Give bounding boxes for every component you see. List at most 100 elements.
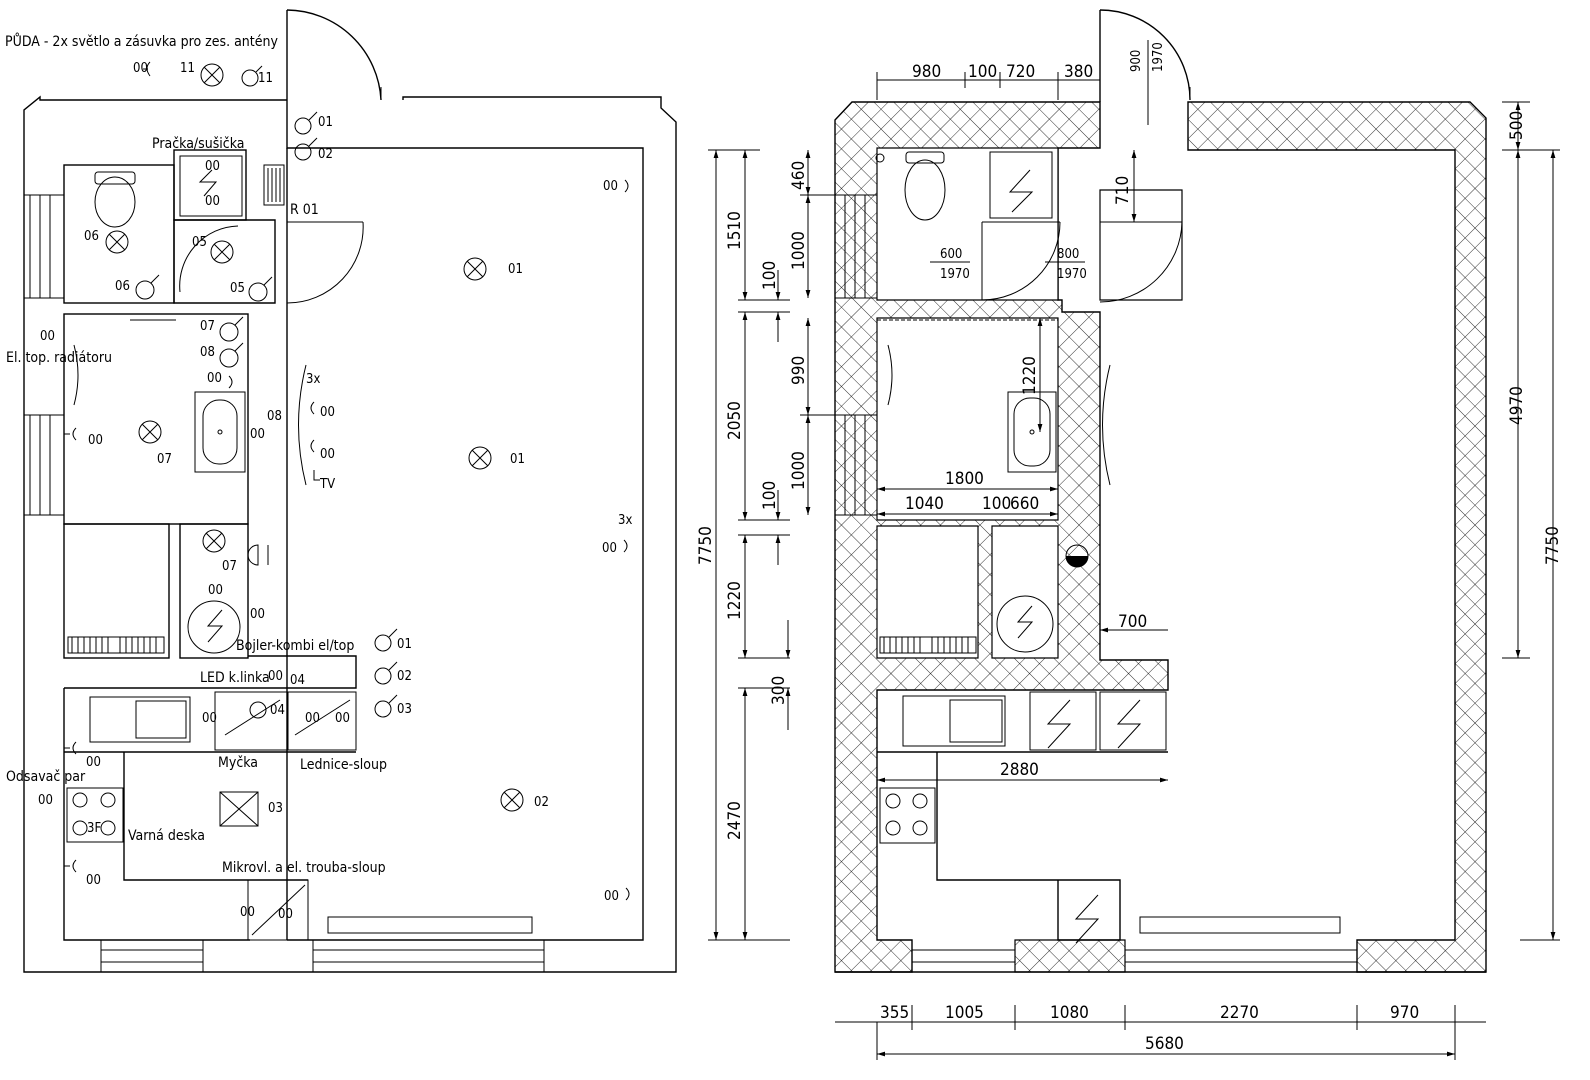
svg-text:01: 01 (508, 262, 523, 277)
right-dimension-plan: 900 1970 600 1970 800 1970 710 1220 (696, 9, 1563, 1060)
svg-text:1000: 1000 (789, 231, 809, 270)
ceiling-light-icon (219, 791, 259, 827)
svg-text:06: 06 (115, 279, 130, 294)
dishwasher-label: Myčka (218, 755, 258, 771)
svg-text:2880: 2880 (1000, 760, 1039, 780)
svg-text:00: 00 (250, 427, 265, 442)
led-label: LED k.linka (200, 670, 270, 686)
sink-icon (194, 391, 246, 473)
svg-text:460: 460 (789, 161, 809, 190)
svg-text:600: 600 (940, 247, 962, 262)
svg-text:00: 00 (603, 179, 618, 194)
svg-text:1970: 1970 (1057, 267, 1087, 282)
radiator-code: R 01 (290, 202, 319, 218)
svg-text:01: 01 (510, 452, 525, 467)
radiator-label: El. top. radiátoru (6, 350, 112, 366)
svg-text:1040: 1040 (905, 494, 944, 514)
svg-text:07: 07 (157, 452, 172, 467)
svg-text:02: 02 (318, 147, 333, 162)
svg-text:08: 08 (267, 409, 282, 424)
svg-text:03: 03 (397, 702, 412, 717)
svg-text:3x: 3x (306, 372, 320, 387)
toilet-icon (875, 151, 946, 221)
svg-text:06: 06 (84, 229, 99, 244)
fridge-label: Lednice-sloup (300, 757, 387, 773)
svg-text:11: 11 (258, 71, 273, 86)
svg-text:970: 970 (1390, 1003, 1419, 1023)
svg-text:02: 02 (397, 669, 412, 684)
light-fixture-icon (105, 230, 129, 254)
svg-text:00: 00 (202, 711, 217, 726)
svg-text:00: 00 (268, 669, 283, 684)
light-fixture-icon (138, 420, 162, 444)
svg-text:07: 07 (200, 319, 215, 334)
svg-text:04: 04 (270, 703, 285, 718)
svg-text:00: 00 (133, 61, 148, 76)
microwave-label: Mikrovl. a el. trouba-sloup (222, 860, 386, 876)
svg-text:00: 00 (86, 873, 101, 888)
svg-text:720: 720 (1006, 62, 1035, 82)
left-windows (24, 194, 64, 516)
svg-text:1970: 1970 (940, 267, 970, 282)
svg-text:00: 00 (205, 159, 220, 174)
svg-text:355: 355 (880, 1003, 909, 1023)
svg-text:1800: 1800 (945, 469, 984, 489)
light-fixture-icon (202, 529, 226, 553)
svg-text:00: 00 (40, 329, 55, 344)
svg-text:00: 00 (250, 607, 265, 622)
toilet-icon (94, 171, 136, 228)
svg-text:02: 02 (534, 795, 549, 810)
svg-text:700: 700 (1118, 612, 1147, 632)
svg-text:00: 00 (38, 793, 53, 808)
light-fixture-icon (210, 240, 234, 264)
svg-text:01: 01 (318, 115, 333, 130)
washer-dryer-label: Pračka/sušička (152, 136, 244, 152)
svg-text:1510: 1510 (725, 211, 745, 250)
svg-text:03: 03 (268, 801, 283, 816)
electric-meter-icon (1065, 544, 1089, 568)
svg-text:TV: TV (319, 477, 335, 492)
svg-text:100: 100 (760, 481, 780, 510)
svg-text:2470: 2470 (725, 801, 745, 840)
svg-text:00: 00 (602, 541, 617, 556)
hood-label: Odsavač par (6, 769, 86, 785)
svg-text:00: 00 (604, 889, 619, 904)
svg-text:00: 00 (207, 371, 222, 386)
boiler-label: Bojler-kombi el/top (236, 638, 354, 654)
svg-text:4970: 4970 (1507, 386, 1527, 425)
svg-text:1080: 1080 (1050, 1003, 1089, 1023)
svg-text:00: 00 (320, 405, 335, 420)
svg-text:7750: 7750 (1543, 526, 1563, 565)
light-fixture-icon (468, 446, 492, 470)
svg-text:3x: 3x (618, 513, 632, 528)
svg-text:1220: 1220 (1020, 356, 1040, 395)
svg-text:1005: 1005 (945, 1003, 984, 1023)
svg-text:900: 900 (1129, 50, 1144, 72)
svg-text:100: 100 (968, 62, 997, 82)
svg-text:00: 00 (335, 711, 350, 726)
svg-text:01: 01 (397, 637, 412, 652)
light-fixture-icon (500, 788, 524, 812)
svg-text:800: 800 (1057, 247, 1079, 262)
bottom-windows (100, 940, 545, 972)
light-fixture-icon (200, 63, 224, 87)
svg-text:00: 00 (320, 447, 335, 462)
attic-note: PŮDA - 2x světlo a zásuvka pro zes. anté… (5, 32, 278, 50)
left-electrical-plan: PŮDA - 2x světlo a zásuvka pro zes. anté… (5, 9, 677, 973)
svg-text:07: 07 (222, 559, 237, 574)
svg-text:380: 380 (1064, 62, 1093, 82)
svg-text:990: 990 (789, 356, 809, 385)
light-fixture-icon (463, 257, 487, 281)
svg-text:04: 04 (290, 673, 305, 688)
boiler-icon (187, 600, 241, 654)
svg-text:00: 00 (305, 711, 320, 726)
svg-text:05: 05 (230, 281, 245, 296)
svg-text:5680: 5680 (1145, 1034, 1184, 1054)
svg-text:300: 300 (769, 676, 789, 705)
svg-text:660: 660 (1010, 494, 1039, 514)
svg-text:3F: 3F (87, 821, 101, 836)
svg-text:00: 00 (205, 194, 220, 209)
svg-text:980: 980 (912, 62, 941, 82)
svg-text:00: 00 (240, 905, 255, 920)
